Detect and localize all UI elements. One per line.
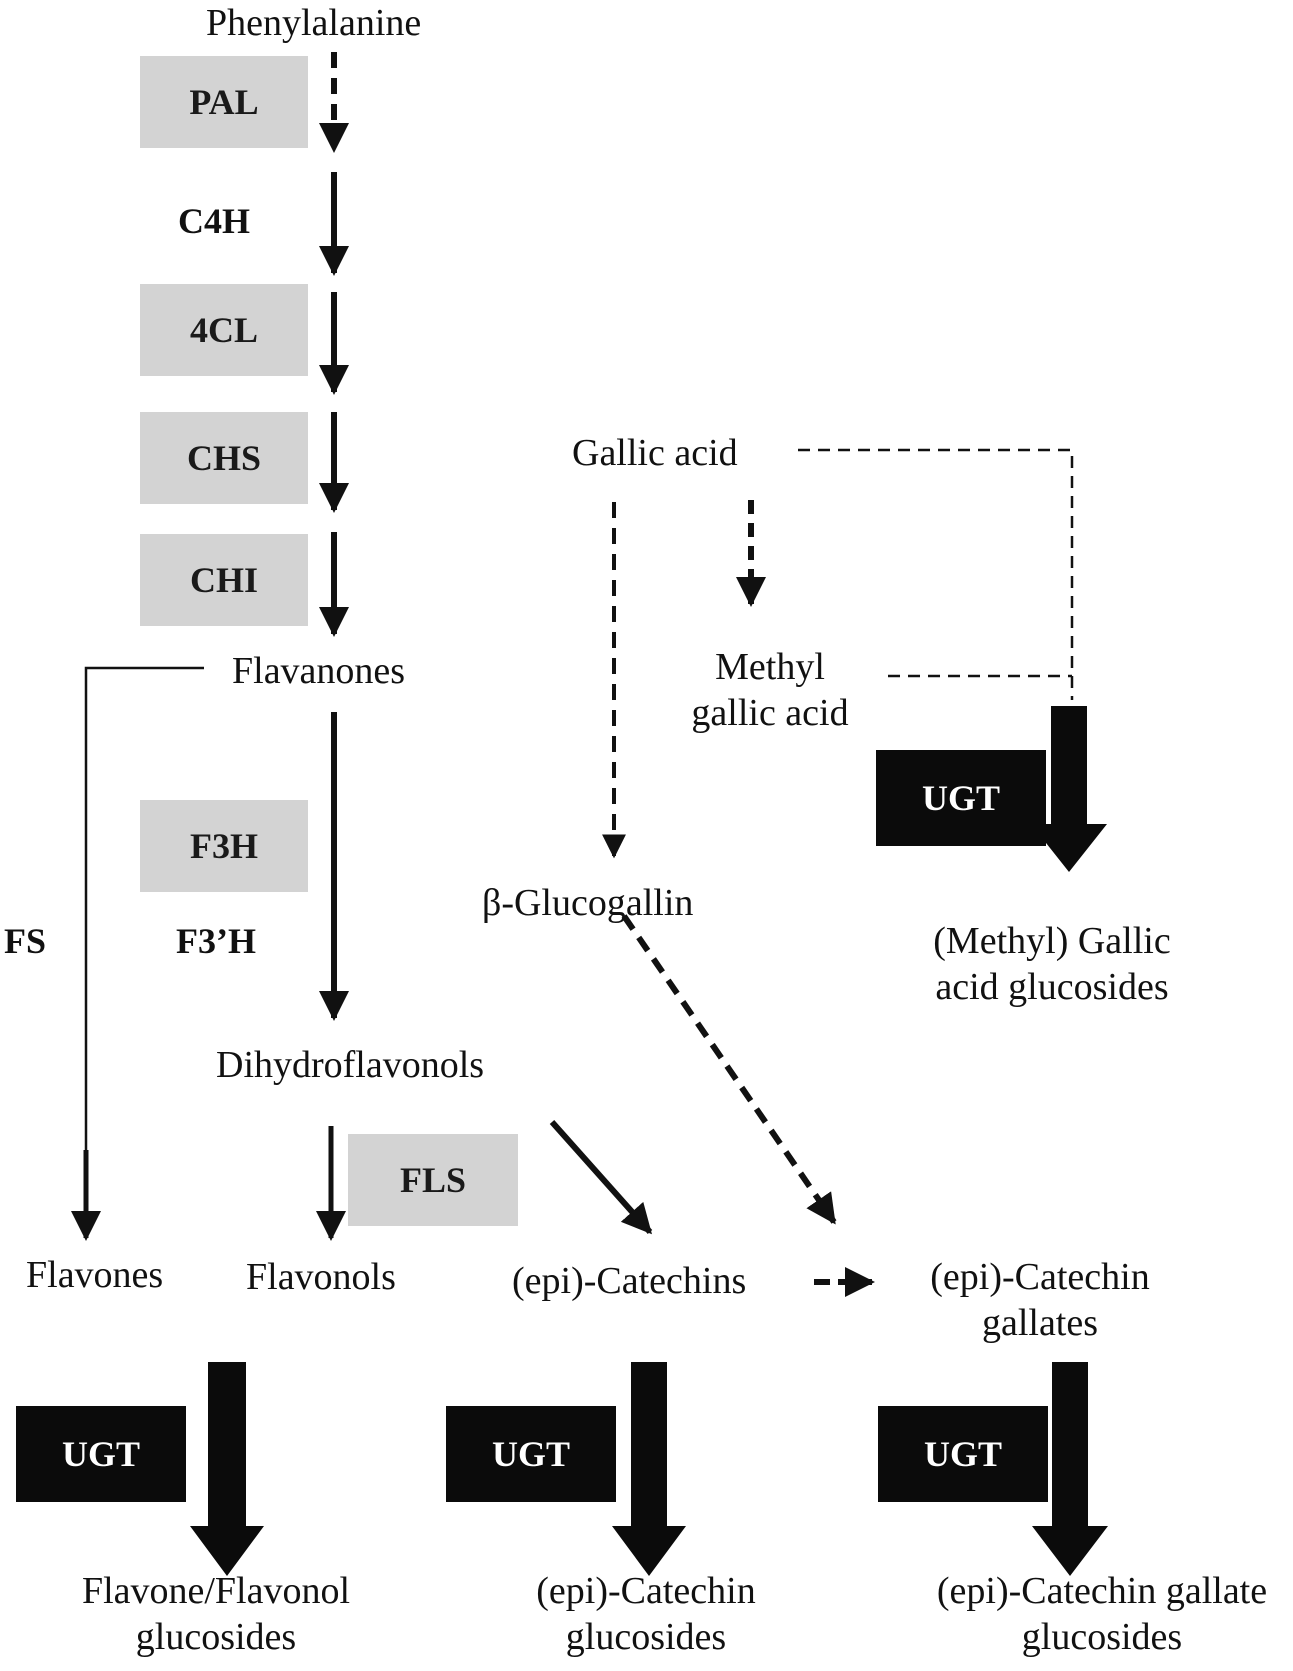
ugt-arrow-catechins (612, 1362, 686, 1576)
compound-methyl-gallic-acid: Methyl gallic acid (691, 644, 848, 737)
compound-catechin-gallate-glucosides: (epi)-Catechin gallate glucosides (937, 1568, 1267, 1661)
compound-dihydroflavonols: Dihydroflavonols (216, 1044, 485, 1086)
enzyme-ugt-flavones: UGT (16, 1406, 186, 1502)
enzyme-c4h: C4H (178, 201, 250, 241)
catechin-glucosides-line-2: glucosides (565, 1616, 727, 1659)
arrow-glucogallin-gallates (621, 914, 837, 1225)
gallate-glucosides-line-1: (epi)-Catechin gallate (936, 1570, 1268, 1612)
ugt-arrow-gallates (1032, 1362, 1108, 1576)
enzyme-fs: FS (4, 921, 47, 961)
compound-flavone-flavonol-glucosides: Flavone/Flavonol glucosides (82, 1568, 350, 1661)
compound-flavones: Flavones (26, 1254, 164, 1296)
ugt-arrow-flavones (190, 1362, 264, 1576)
enzyme-f3ph: F3’H (176, 921, 256, 961)
compound-catechins: (epi)-Catechins (512, 1260, 747, 1302)
gallate-glucosides-line-2: glucosides (1021, 1616, 1183, 1659)
enzyme-ugt-gallates: UGT (878, 1406, 1048, 1502)
compound-glucogallin: β-Glucogallin (482, 882, 694, 924)
enzyme-f3h: F3H (140, 800, 308, 892)
flavone-glucosides-line-1: Flavone/Flavonol (81, 1570, 351, 1612)
flavone-glucosides-line-2: glucosides (135, 1616, 297, 1659)
compound-catechin-glucosides: (epi)-Catechin glucosides (536, 1568, 755, 1661)
compound-flavanones: Flavanones (232, 650, 406, 692)
compound-methyl-gallic-glucosides: (Methyl) Gallic acid glucosides (933, 918, 1170, 1011)
fs-branch-line (84, 666, 204, 1238)
ugt-arrow-methyl-gallic (1031, 706, 1107, 872)
methyl-gallic-glucosides-line-1: (Methyl) Gallic (933, 920, 1171, 962)
catechin-gallates-line-2: gallates (981, 1302, 1099, 1345)
enzyme-chs: CHS (140, 412, 308, 504)
methyl-gallic-acid-line-1: Methyl (715, 646, 825, 688)
enzyme-ugt-catechins: UGT (446, 1406, 616, 1502)
enzyme-4cl: 4CL (140, 284, 308, 376)
compound-flavonols: Flavonols (246, 1256, 396, 1298)
enzyme-ugt-methyl-gallic: UGT (876, 750, 1046, 846)
catechin-gallates-line-1: (epi)-Catechin (930, 1256, 1150, 1298)
catechin-glucosides-line-1: (epi)-Catechin (536, 1570, 756, 1612)
methyl-gallic-glucosides-line-2: acid glucosides (935, 966, 1169, 1009)
gallic-to-ugt-line (798, 448, 1074, 700)
enzyme-pal: PAL (140, 56, 308, 148)
enzyme-chi: CHI (140, 534, 308, 626)
arrow-dihydroflavonols-catechins (549, 1120, 653, 1235)
methyl-gallic-acid-line-2: gallic acid (691, 692, 849, 735)
compound-gallic-acid: Gallic acid (572, 432, 738, 474)
enzyme-fls: FLS (348, 1134, 518, 1226)
compound-phenylalanine: Phenylalanine (206, 2, 422, 44)
compound-catechin-gallates: (epi)-Catechin gallates (930, 1254, 1149, 1347)
